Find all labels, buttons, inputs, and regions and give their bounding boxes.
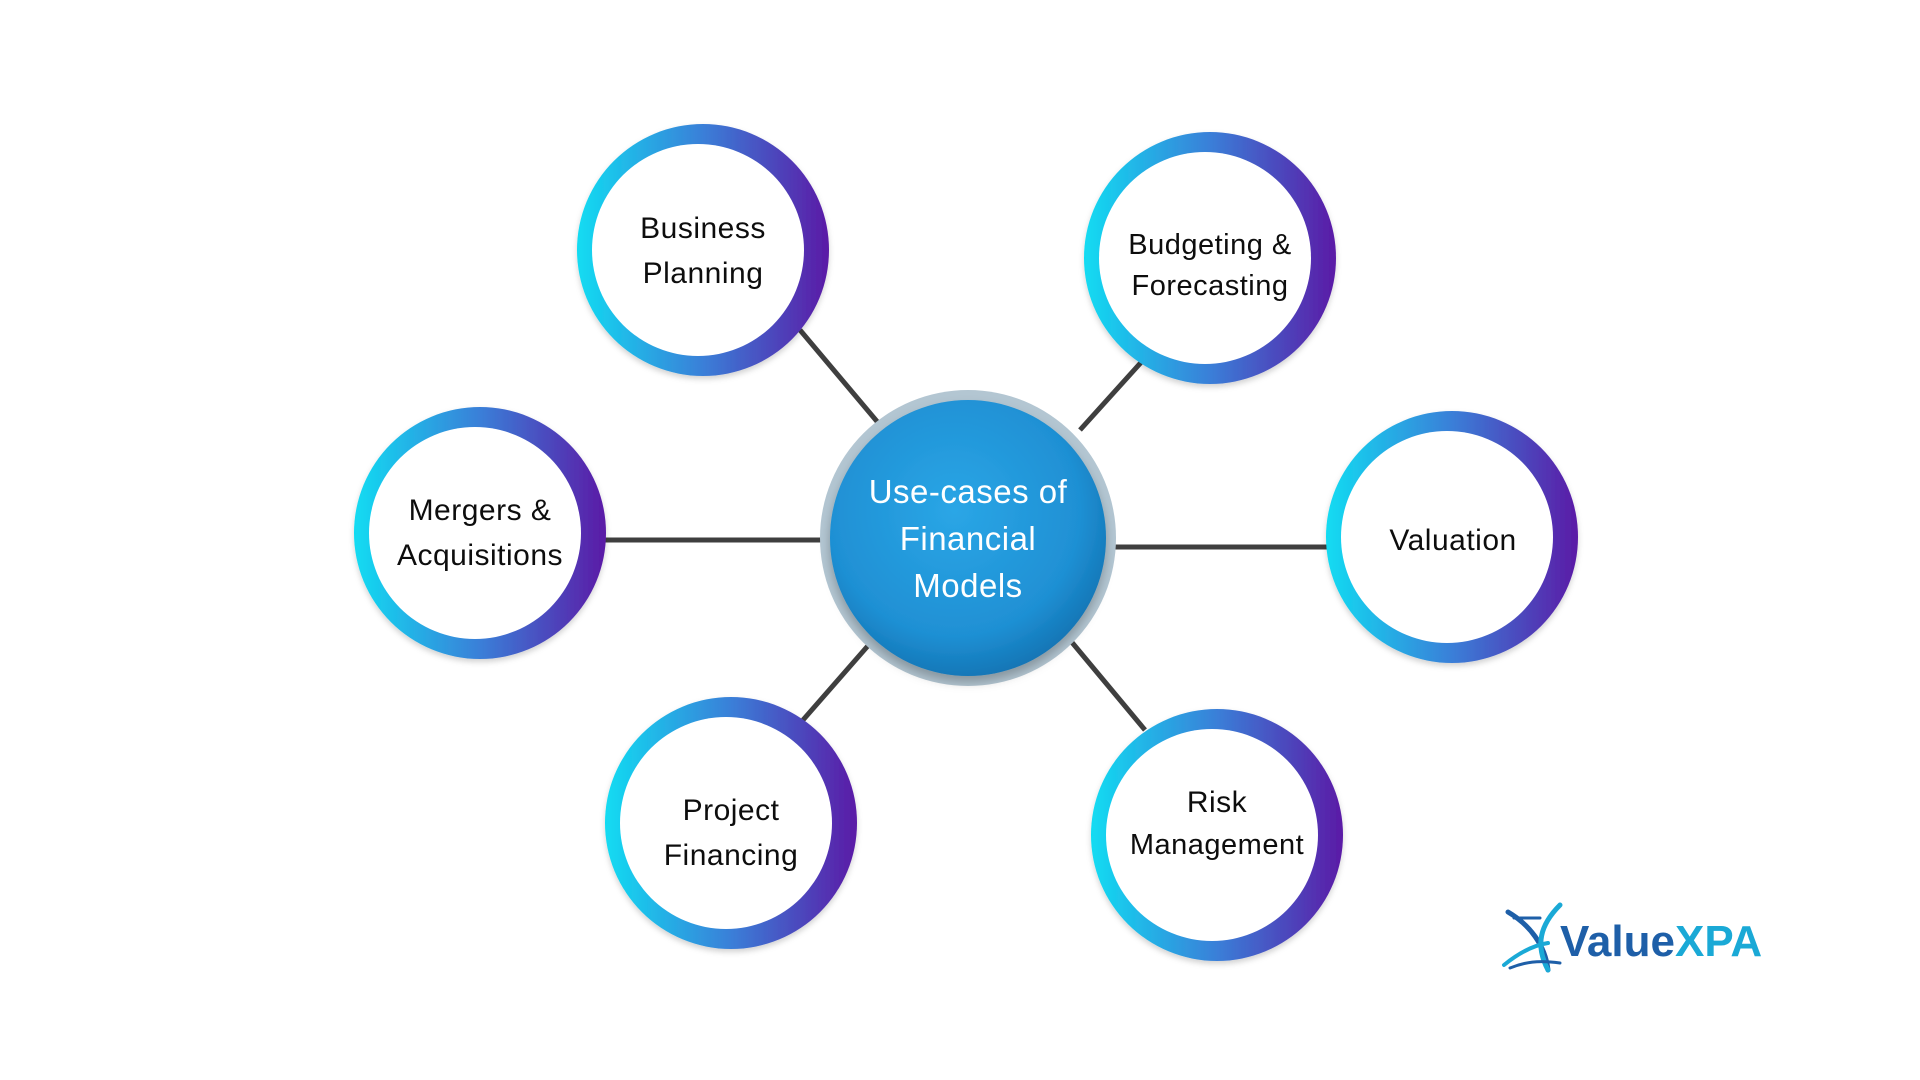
node-mergers-acquisitions-label-2: Acquisitions: [397, 539, 563, 572]
center-node: Use-cases of Financial Models: [820, 390, 1116, 686]
node-business-planning: Business Planning: [577, 124, 829, 376]
node-project-financing-label-1: Project: [683, 794, 780, 827]
node-budgeting-forecasting-label-2: Forecasting: [1131, 270, 1288, 302]
center-label-3: Models: [913, 567, 1022, 604]
logo-text-main: Value: [1560, 917, 1675, 966]
node-budgeting-forecasting: Budgeting & Forecasting: [1084, 132, 1336, 384]
center-label-2: Financial: [900, 520, 1037, 557]
node-mergers-acquisitions-label-1: Mergers &: [409, 494, 552, 527]
connector-project-financing: [801, 638, 875, 722]
node-business-planning-label-1: Business: [640, 212, 766, 245]
dna-x-icon: [1502, 902, 1563, 973]
connector-risk-management: [1068, 638, 1147, 732]
node-project-financing: Project Financing: [605, 697, 857, 949]
node-budgeting-forecasting-label-1: Budgeting &: [1128, 229, 1292, 261]
connector-business-planning: [798, 328, 882, 427]
center-label-1: Use-cases of: [869, 473, 1068, 510]
connectors: [600, 328, 1330, 732]
valuexpa-logo: ValueXPA: [1502, 902, 1762, 973]
node-mergers-acquisitions: Mergers & Acquisitions: [354, 407, 606, 659]
node-valuation: Valuation: [1326, 411, 1578, 663]
node-valuation-label-1: Valuation: [1389, 524, 1516, 557]
node-business-planning-label-2: Planning: [643, 257, 764, 290]
connector-budgeting-forecasting: [1078, 356, 1147, 432]
node-project-financing-label-2: Financing: [664, 839, 799, 872]
node-risk-management-label-1: Risk: [1187, 786, 1248, 819]
node-risk-management: Risk Management: [1091, 709, 1343, 961]
node-risk-management-label-2: Management: [1130, 829, 1304, 861]
logo-text-accent: XPA: [1675, 917, 1762, 966]
svg-text:ValueXPA: ValueXPA: [1560, 917, 1762, 966]
